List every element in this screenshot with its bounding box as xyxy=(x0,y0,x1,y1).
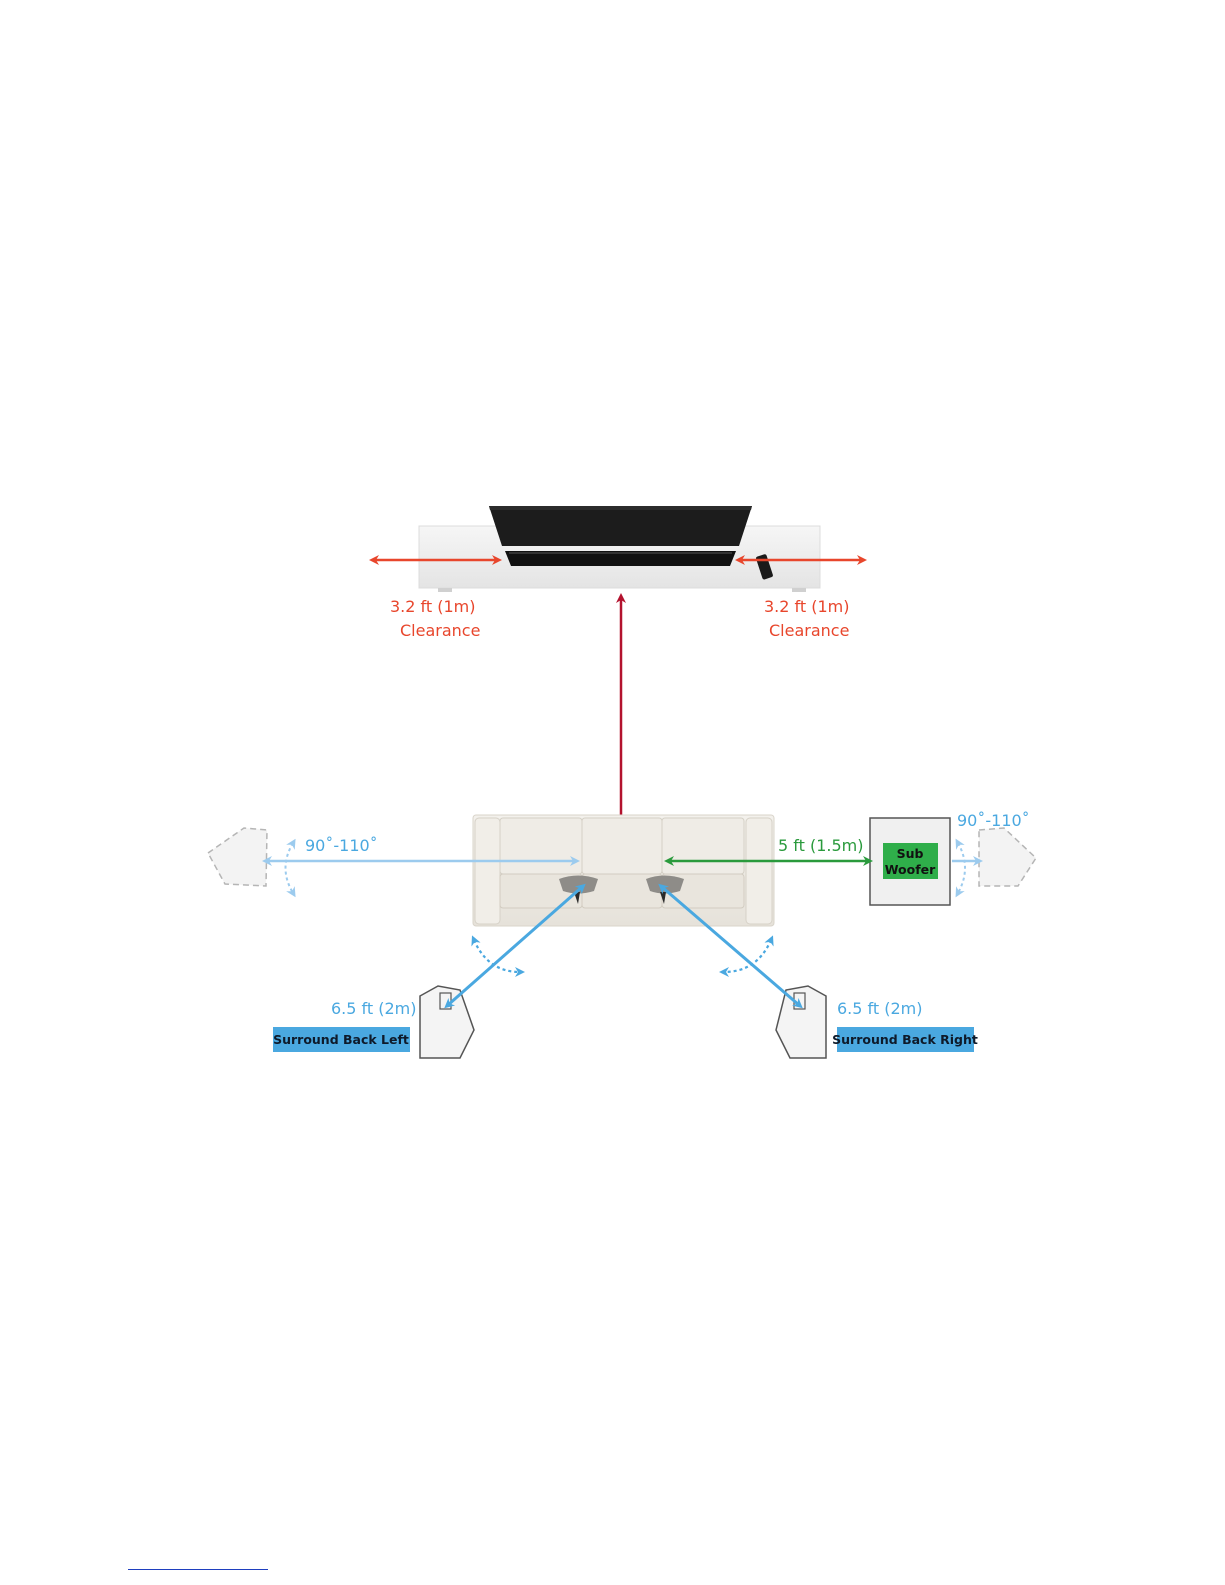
back-right-tag: Surround Back Right xyxy=(832,1032,978,1047)
back-left-distance-label: 6.5 ft (2m) xyxy=(331,999,417,1018)
tv-icon xyxy=(489,506,752,546)
angle-right-label: 90˚-110˚ xyxy=(957,811,1030,830)
subwoofer-icon: Sub Woofer xyxy=(870,818,950,905)
subwoofer-distance-label: 5 ft (1.5m) xyxy=(778,836,864,855)
rotation-arc-right xyxy=(958,843,965,893)
angle-left-label: 90˚-110˚ xyxy=(305,836,378,855)
speaker-icon-back-left xyxy=(420,986,474,1058)
rotation-arc-back-left xyxy=(474,940,520,972)
clearance-left-distance: 3.2 ft (1m) xyxy=(390,597,476,616)
speaker-icon-surround-left xyxy=(208,828,267,886)
speaker-icon-surround-right xyxy=(979,828,1036,886)
rotation-arc-left xyxy=(286,843,294,893)
footer-rule xyxy=(128,1569,268,1570)
clearance-right-label: Clearance xyxy=(769,621,849,640)
clearance-right-distance: 3.2 ft (1m) xyxy=(764,597,850,616)
soundbar-icon xyxy=(505,551,736,566)
sofa-icon xyxy=(473,815,774,926)
back-right-distance-label: 6.5 ft (2m) xyxy=(837,999,923,1018)
subwoofer-label-line1: Sub xyxy=(897,846,924,861)
back-left-tag: Surround Back Left xyxy=(273,1032,409,1047)
speaker-icon-back-right xyxy=(776,986,826,1058)
clearance-left-label: Clearance xyxy=(400,621,480,640)
subwoofer-label-line2: Woofer xyxy=(885,862,936,877)
